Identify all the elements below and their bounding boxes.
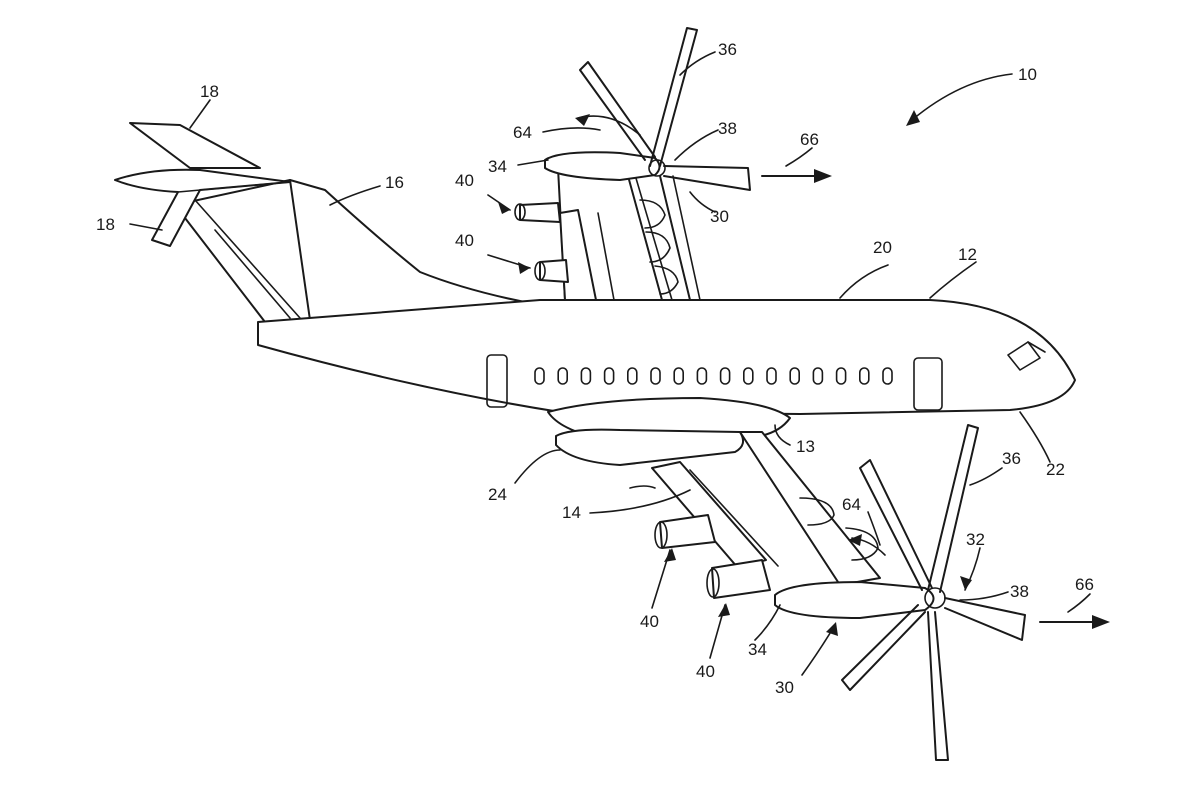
upper-propeller <box>579 27 751 301</box>
lower-engine-a <box>654 514 716 549</box>
label-upper-engine-a: 40 <box>455 171 474 190</box>
reference-labels: 10 12 20 22 13 24 14 16 18 18 36 38 64 3… <box>96 40 1094 697</box>
window <box>673 367 685 385</box>
window <box>603 367 615 385</box>
window <box>742 367 754 385</box>
window <box>696 367 708 385</box>
upper-nacelle <box>544 151 661 181</box>
window <box>719 367 731 385</box>
label-wing-fairing: 24 <box>488 485 507 504</box>
label-vertical-stabilizer: 16 <box>385 173 404 192</box>
horizontal-stabilizer-upper <box>129 122 261 169</box>
upper-wing <box>557 164 673 301</box>
label-lower-hub-ref: 32 <box>966 530 985 549</box>
label-lower-engine-a: 40 <box>640 612 659 631</box>
label-wing: 14 <box>562 503 581 522</box>
window <box>789 367 801 385</box>
lower-engine-b <box>706 559 771 599</box>
label-wing-root-fairing: 13 <box>796 437 815 456</box>
label-lower-engine-ref: 30 <box>775 678 794 697</box>
lower-propeller <box>841 424 1026 761</box>
label-aircraft: 10 <box>1018 65 1037 84</box>
window <box>557 367 569 385</box>
window <box>835 367 847 385</box>
label-fuselage: 12 <box>958 245 977 264</box>
window <box>766 367 777 385</box>
lower-thrust-arrow <box>1039 593 1110 629</box>
upper-engine-b <box>534 259 569 283</box>
passenger-windows <box>534 367 893 385</box>
label-upper-blade: 36 <box>718 40 737 59</box>
label-fuselage-bottom: 22 <box>1046 460 1065 479</box>
label-lower-thrust: 66 <box>1075 575 1094 594</box>
label-horizontal-stabilizer-upper: 18 <box>200 82 219 101</box>
label-lower-rotation: 64 <box>842 495 861 514</box>
upper-engine-a <box>514 202 561 223</box>
label-upper-nacelle: 34 <box>488 157 507 176</box>
vertical-stabilizer <box>174 179 541 323</box>
label-upper-engine-ref: 30 <box>710 207 729 226</box>
window <box>812 367 824 385</box>
arrow-marks <box>498 110 972 636</box>
wing-fairing <box>555 428 745 466</box>
label-upper-hub: 38 <box>718 119 737 138</box>
window <box>580 367 592 385</box>
window <box>882 367 893 385</box>
window <box>858 367 870 385</box>
horizontal-stabilizer-lower <box>114 168 291 247</box>
label-lower-engine-b: 40 <box>696 662 715 681</box>
lower-nacelle <box>774 581 935 619</box>
window <box>626 367 638 385</box>
label-upper-thrust: 66 <box>800 130 819 149</box>
fuselage <box>257 299 1076 415</box>
upper-rear-engines <box>639 199 679 295</box>
label-fuselage-top: 20 <box>873 238 892 257</box>
window <box>534 367 545 385</box>
label-lower-blade: 36 <box>1002 449 1021 468</box>
label-upper-rotation: 64 <box>513 123 532 142</box>
label-lower-nacelle: 34 <box>748 640 767 659</box>
label-upper-engine-b: 40 <box>455 231 474 250</box>
upper-thrust-arrow <box>761 147 832 183</box>
label-horizontal-stabilizer-lower: 18 <box>96 215 115 234</box>
label-lower-hub: 38 <box>1010 582 1029 601</box>
window <box>650 367 661 385</box>
